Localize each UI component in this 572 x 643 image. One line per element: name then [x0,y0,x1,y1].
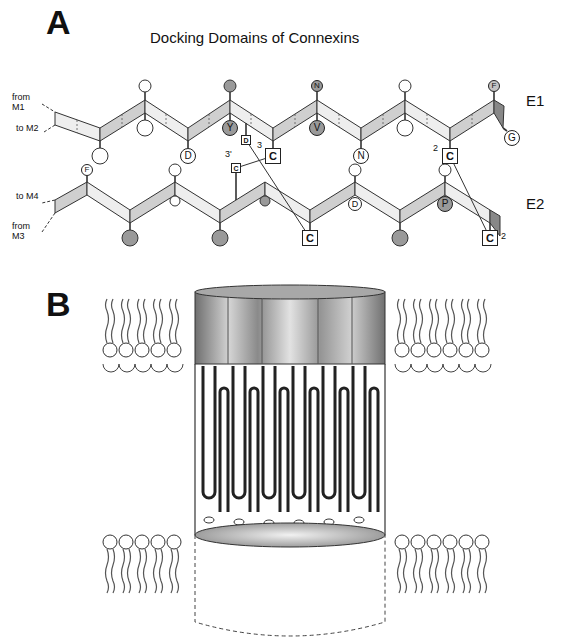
loop-name: E1 [526,93,544,110]
residue-letter: G [508,133,516,143]
e2-ribbon [55,182,500,236]
side-chain-stubs [87,92,507,230]
residue-circle: D [348,197,362,211]
cysteine-box: C [482,230,498,246]
loop-name: E2 [526,196,544,213]
residue-letter: D [352,200,359,209]
residue-letter: P [442,199,449,209]
disulfide-bond [249,145,305,230]
residue-circle: F [81,164,93,176]
disulfide-bond [454,164,486,230]
cysteine-box: C [302,230,318,246]
panel-letter: B [46,286,71,323]
residue-letter: N [357,151,364,161]
channel-cylinder [195,285,385,636]
callout-number: 3 [257,141,262,151]
residue-circle: P [437,196,453,212]
cysteine-box: C [231,163,241,173]
residue-circle: F [488,80,500,92]
residue-circle: N [311,80,323,92]
residue-circle: D [180,148,196,164]
residue-letter: D [243,137,248,144]
cysteine-box: C [265,148,281,164]
membrane-segment-label: from M1 [12,93,42,113]
membrane-segment-label: to M2 [16,124,44,134]
residue-circles [92,80,451,246]
diagram-title: Docking Domains of Connexins [150,30,359,47]
residue-circle: Y [222,120,238,136]
cysteine-box: C [442,148,458,164]
residue-letter: V [314,123,321,133]
residue-circle: G [504,130,520,146]
panel-letter: A [46,4,71,41]
residue-letter: D [184,151,191,161]
membrane-segment-label: from M3 [12,222,42,242]
residue-letter: C [446,151,454,162]
residue-letter: C [306,233,314,244]
residue-letter: F [85,166,90,174]
residue-letter: C [269,151,277,162]
residue-letter: C [233,165,238,172]
callout-number: 2 [501,232,506,242]
membrane-leaders [42,104,55,232]
residue-letter: F [492,82,497,90]
residue-letter: N [314,82,320,90]
e1-ribbon [55,100,504,141]
residue-letter: Y [227,123,234,133]
disulfide-bond [241,159,265,167]
callout-number: 3' [225,150,232,160]
residue-circle: N [353,148,369,164]
residue-circle: V [309,120,325,136]
cysteine-box: D [241,135,251,145]
callout-number: 2 [433,144,438,154]
membrane-segment-label: to M4 [16,192,44,202]
residue-letter: C [486,233,494,244]
